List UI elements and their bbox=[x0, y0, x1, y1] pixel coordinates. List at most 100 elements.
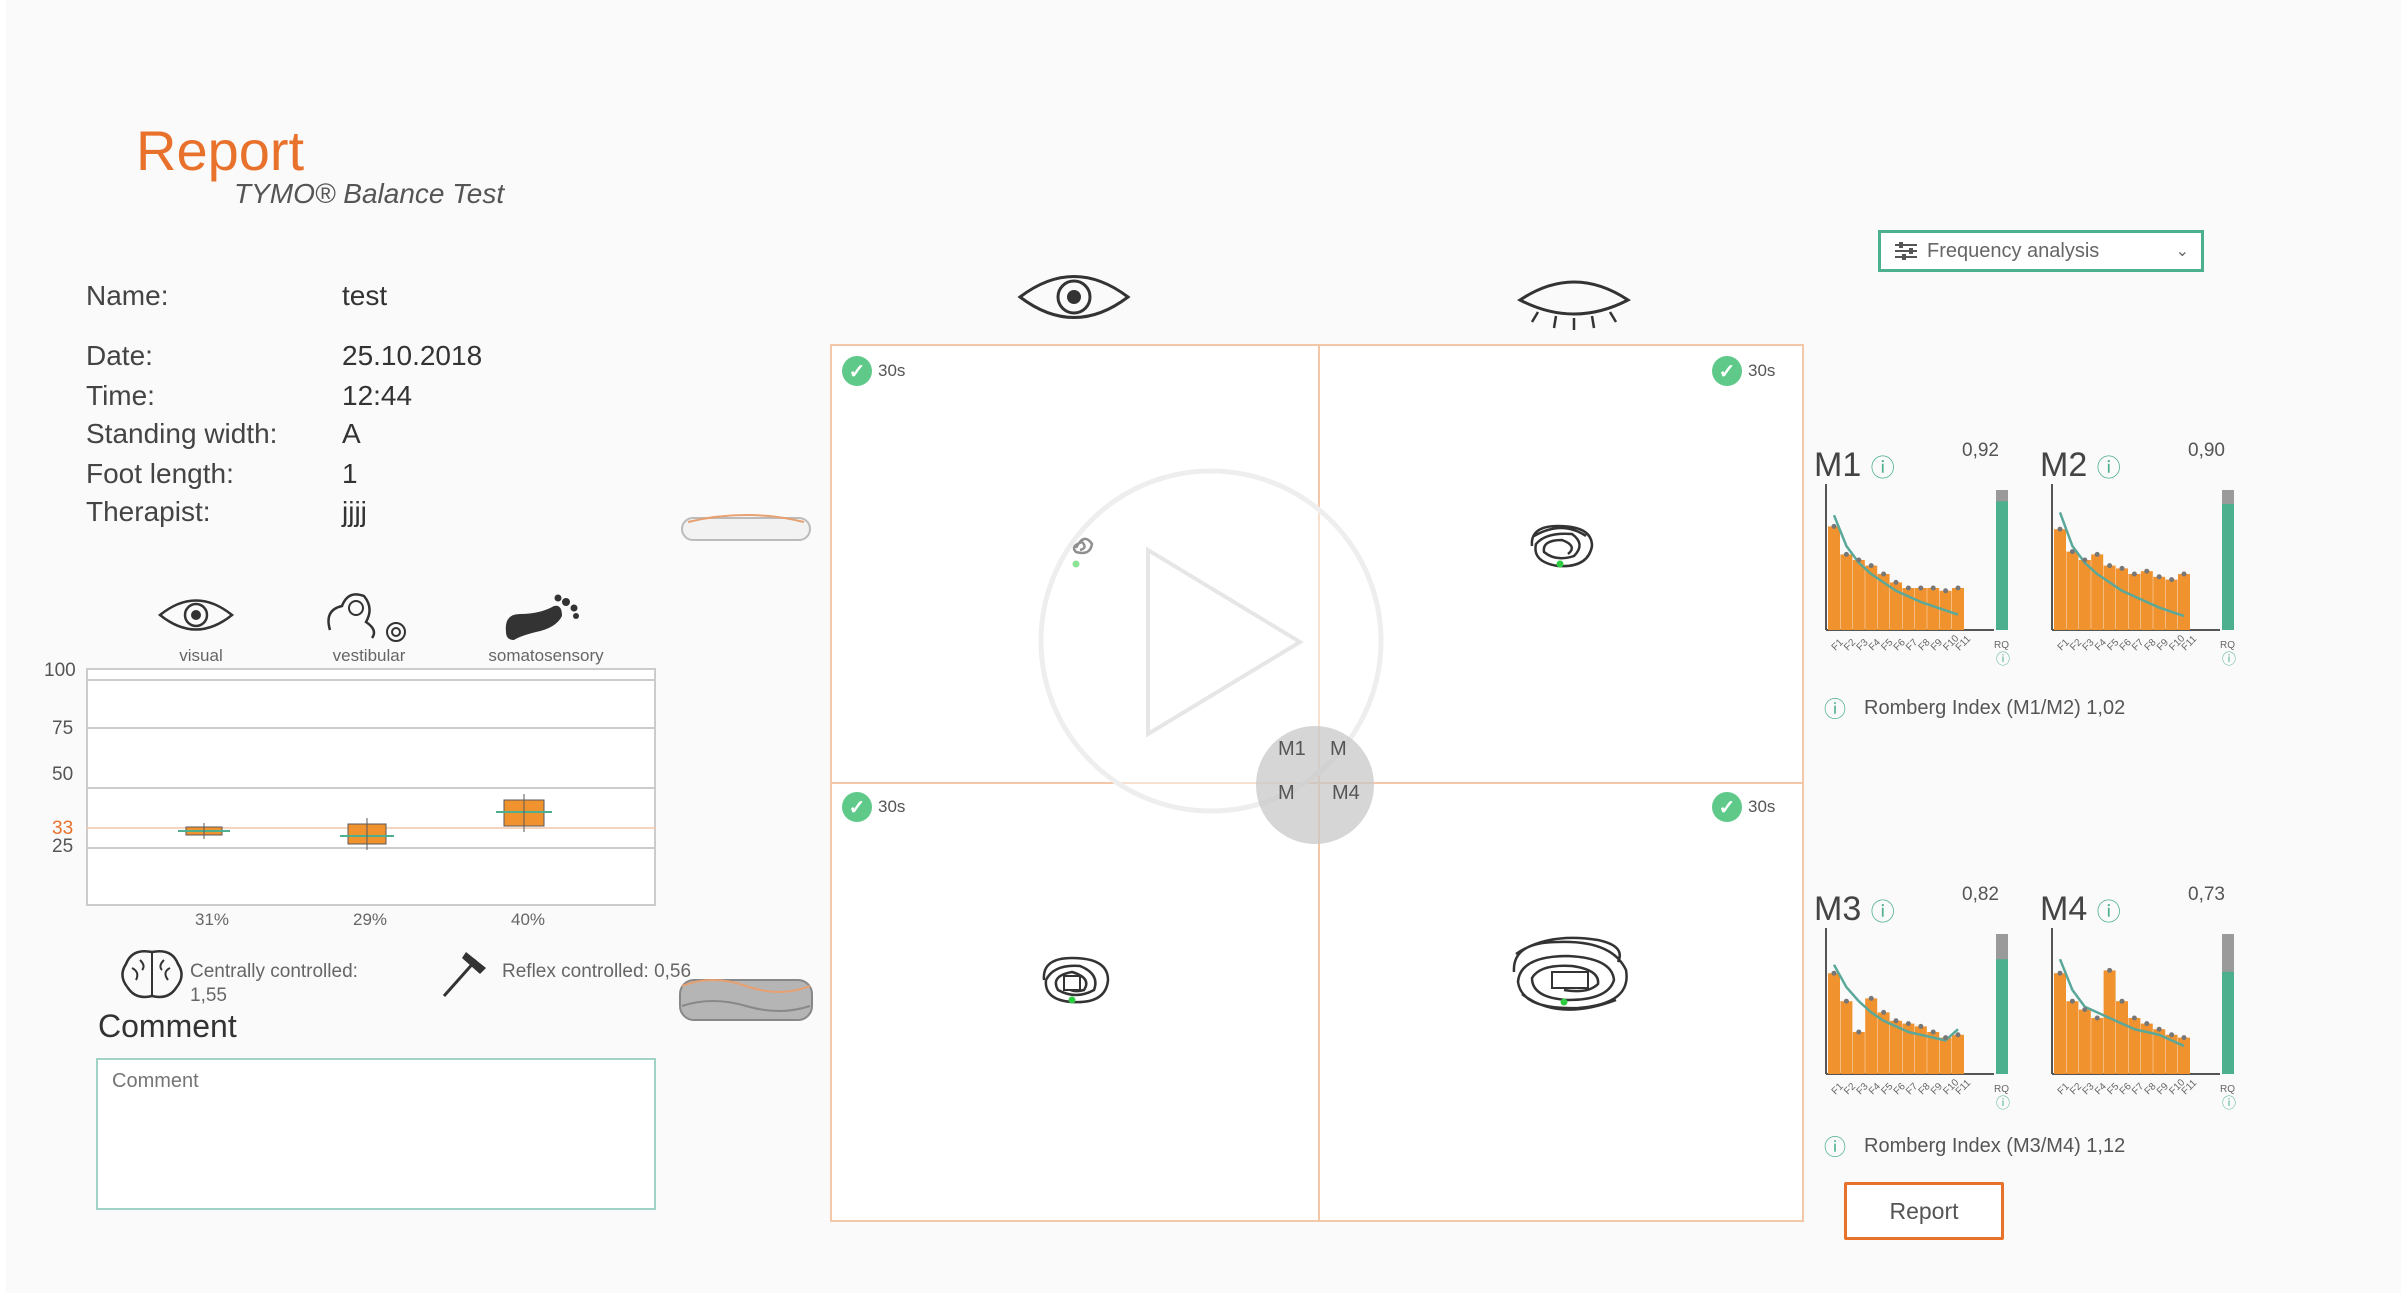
y-tick-33: 33 bbox=[52, 818, 74, 839]
bar-point bbox=[1881, 571, 1887, 577]
box-vestibular bbox=[340, 818, 394, 850]
bar-F4 bbox=[1865, 565, 1878, 630]
bar-point bbox=[2069, 998, 2075, 1004]
nav-label-m3[interactable]: M bbox=[1278, 782, 1295, 804]
sway-trace-m3 bbox=[1042, 956, 1110, 1004]
bar-F11 bbox=[1952, 588, 1964, 630]
bar-F5 bbox=[1877, 1012, 1890, 1074]
y-tick-50: 50 bbox=[52, 764, 74, 785]
reflex-control-label: Reflex controlled: 0,56 bbox=[502, 961, 692, 982]
bar-F4 bbox=[2091, 1018, 2104, 1074]
quadrant-m3-time: ✓30s bbox=[842, 792, 905, 822]
bar-point bbox=[1856, 557, 1862, 563]
bar-F6 bbox=[2116, 568, 2128, 630]
help-icon[interactable]: ⓘ bbox=[1824, 1135, 1847, 1160]
help-icon[interactable]: ⓘ bbox=[1824, 697, 1847, 722]
info-icon: ⓘ bbox=[2096, 455, 2121, 482]
bar-point bbox=[2181, 1035, 2187, 1041]
bar-F9 bbox=[1927, 1032, 1940, 1074]
rq-help-icon: ⓘ bbox=[1996, 1096, 2010, 1112]
bar-point bbox=[1831, 970, 1837, 976]
nav-label-m1[interactable]: M1 bbox=[1278, 738, 1306, 760]
rq-bar bbox=[2222, 971, 2234, 1074]
bar-F11 bbox=[2178, 574, 2190, 630]
measurement-nav-disc[interactable] bbox=[1256, 726, 1374, 844]
sway-trace-m2 bbox=[1530, 524, 1594, 568]
firm-surface-icon bbox=[681, 514, 811, 541]
foot-length-value: 1 bbox=[342, 458, 358, 489]
check-icon: ✓ bbox=[842, 356, 872, 386]
sensory-label-somatosensory: somatosensory bbox=[488, 646, 604, 665]
m3-label: M3 ⓘ bbox=[1814, 890, 1895, 928]
bar-point bbox=[1930, 585, 1936, 591]
bar-F8 bbox=[1914, 588, 1927, 630]
rq-bar bbox=[1996, 501, 2008, 630]
eye-icon bbox=[158, 599, 234, 631]
bar-point bbox=[2094, 551, 2100, 557]
rq-help-icon: ⓘ bbox=[1996, 652, 2010, 668]
rq-label: RQ bbox=[1994, 1084, 2009, 1095]
bar-point bbox=[2119, 565, 2125, 571]
time-value: 12:44 bbox=[342, 380, 413, 411]
bar-F10 bbox=[2165, 1034, 2178, 1074]
box-somatosensory bbox=[496, 794, 552, 832]
bar-F4 bbox=[2091, 554, 2104, 630]
therapist-value: jjjj bbox=[342, 496, 367, 527]
y-tick-75: 75 bbox=[52, 718, 74, 739]
comment-input[interactable] bbox=[96, 1058, 656, 1210]
bar-point bbox=[2169, 1032, 2175, 1038]
bar-point bbox=[1943, 588, 1949, 594]
report-button[interactable]: Report bbox=[1844, 1182, 2004, 1240]
bar-F10 bbox=[1939, 1037, 1952, 1074]
nav-label-m4[interactable]: M4 bbox=[1332, 782, 1360, 804]
quadrant-m2-time: ✓30s bbox=[1712, 356, 1775, 386]
standing-width-value: A bbox=[342, 418, 361, 449]
bar-F7 bbox=[2128, 574, 2141, 630]
bar-point bbox=[2169, 577, 2175, 583]
page-subtitle: TYMO® Balance Test bbox=[234, 178, 505, 209]
bar-point bbox=[1856, 1029, 1862, 1035]
check-icon: ✓ bbox=[1712, 792, 1742, 822]
bar-F3 bbox=[1852, 560, 1865, 630]
bar-point bbox=[2082, 557, 2088, 563]
bar-point bbox=[1893, 1018, 1899, 1024]
trend-curve bbox=[1832, 514, 1959, 616]
bar-F2 bbox=[2066, 551, 2079, 630]
bar-F9 bbox=[2153, 576, 2166, 630]
sway-trace-m1 bbox=[1072, 537, 1094, 568]
rq-label: RQ bbox=[2220, 640, 2235, 651]
bar-F6 bbox=[1890, 582, 1902, 630]
trend-curve bbox=[2058, 511, 2185, 618]
nav-label-m2[interactable]: M bbox=[1330, 738, 1347, 760]
reflex-hammer-icon bbox=[442, 952, 486, 997]
bar-point bbox=[1905, 585, 1911, 591]
romberg-top-text: Romberg Index (M1/M2) 1,02 bbox=[1864, 696, 2126, 719]
m2-label: M2 ⓘ bbox=[2040, 446, 2121, 484]
rq-bar bbox=[2222, 504, 2234, 630]
bar-point bbox=[1868, 563, 1874, 569]
bar-point bbox=[1905, 1021, 1911, 1027]
therapist-label: Therapist: bbox=[86, 496, 211, 527]
sway-plot-area: ✓30s ✓30s ✓30s ✓30s bbox=[830, 344, 1804, 1222]
bar-point bbox=[2094, 1015, 2100, 1021]
bar-F3 bbox=[2078, 1009, 2091, 1074]
analysis-dropdown[interactable]: Frequency analysis ⌄ bbox=[1878, 230, 2204, 272]
dropdown-value: Frequency analysis bbox=[1927, 239, 2100, 262]
sensory-label-visual: visual bbox=[179, 646, 223, 665]
bar-F8 bbox=[1914, 1026, 1927, 1074]
video-play-overlay[interactable] bbox=[1036, 466, 1386, 816]
bar-F10 bbox=[2165, 579, 2178, 630]
check-icon: ✓ bbox=[842, 792, 872, 822]
bar-point bbox=[1955, 585, 1961, 591]
foot-length-label: Foot length: bbox=[86, 458, 234, 489]
rq-help-icon: ⓘ bbox=[2222, 1096, 2236, 1112]
quadrant-m4-time: ✓30s bbox=[1712, 792, 1775, 822]
pct-vestibular: 29% bbox=[352, 910, 388, 929]
bar-point bbox=[1881, 1009, 1887, 1015]
chevron-down-icon: ⌄ bbox=[2175, 243, 2189, 260]
bar-F1 bbox=[1828, 526, 1840, 630]
bar-point bbox=[2144, 1021, 2150, 1027]
bar-F3 bbox=[2078, 560, 2091, 630]
